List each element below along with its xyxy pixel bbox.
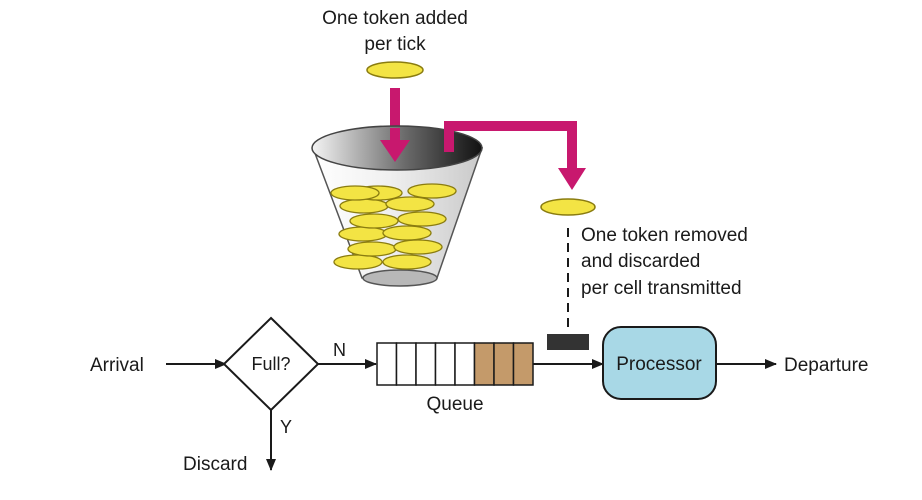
queue-cell-empty [376,342,398,386]
queue-cell-empty [415,342,437,386]
queue-cell-empty [454,342,476,386]
token-removed-label: One token removed [581,225,748,246]
departure-label: Departure [784,355,869,376]
queue [376,342,534,386]
bucket-token [382,225,432,241]
removed-token [540,198,596,216]
bucket-token [333,254,383,270]
no-branch-label: N [333,340,346,360]
queue-cell-empty [395,342,417,386]
bucket-token [393,239,443,255]
token-bucket [311,125,484,287]
arrival-label: Arrival [90,355,144,376]
queue-cell-filled [493,342,515,386]
queue-label: Queue [426,394,483,415]
full-decision-label: Full? [251,354,290,374]
bucket-token [338,226,388,242]
transmitted-cell [547,334,589,350]
bucket-token [347,241,397,257]
incoming-token [366,61,424,79]
processor-label: Processor [616,354,702,375]
queue-cell-filled [473,342,495,386]
queue-cell-filled [512,342,534,386]
token-removed-label-2: and discarded [581,251,700,272]
bucket-token [349,213,399,229]
yes-branch-label: Y [280,417,292,437]
bucket-token [339,198,389,214]
token-removed-label-3: per cell transmitted [581,278,742,299]
token-added-label-2: per tick [364,34,426,55]
token-added-label: One token added [322,8,468,29]
bucket-token [382,254,432,270]
discard-label: Discard [183,454,247,475]
bucket-token [330,185,380,201]
bucket-token [385,196,435,212]
bucket-token [407,183,457,199]
bucket-token [397,211,447,227]
token-out-arrow [444,121,586,190]
bucket-tokens [330,183,457,270]
queue-cell-empty [434,342,456,386]
